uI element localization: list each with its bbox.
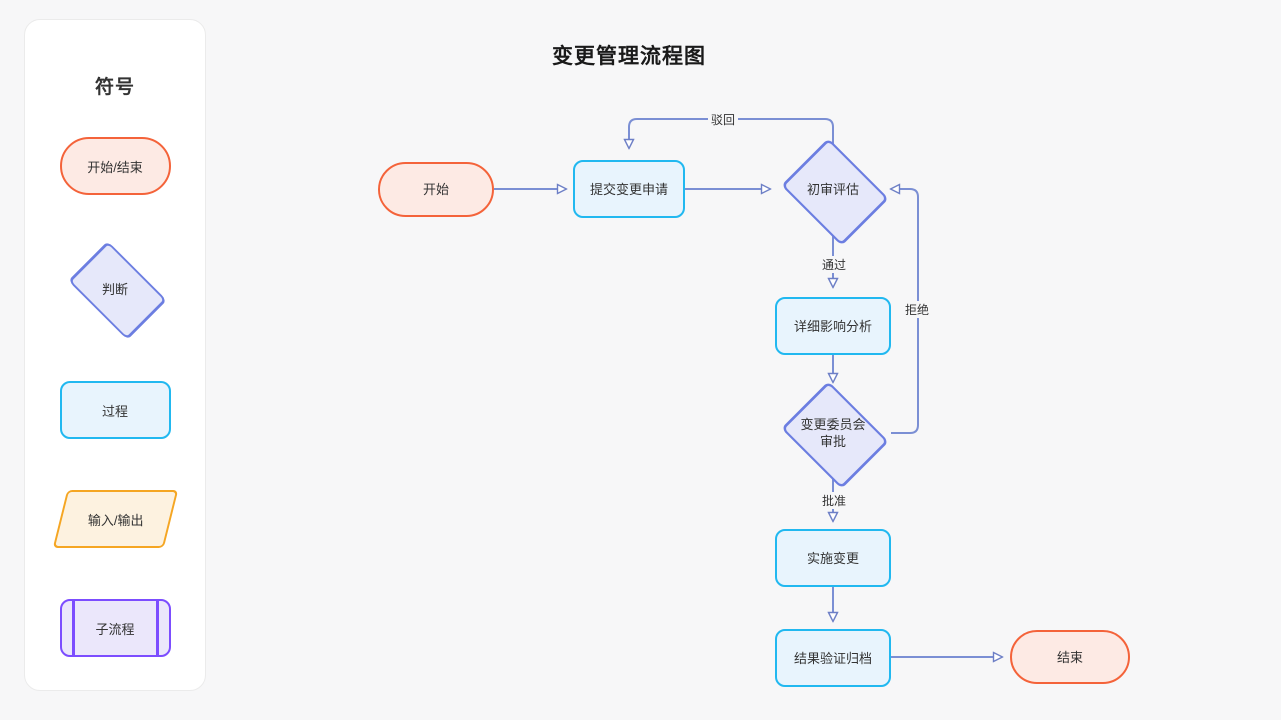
legend-item-label: 判断 — [101, 281, 128, 297]
legend-item-io: 输入/输出 — [25, 487, 205, 551]
legend-item-label: 子流程 — [95, 621, 135, 637]
legend-item-label: 输入/输出 — [87, 512, 143, 528]
subprocess-left-bar-icon — [71, 599, 75, 657]
subprocess-shape-swatch: 子流程 — [59, 599, 171, 657]
flowchart-edges — [494, 118, 1281, 720]
node-label: 结束 — [1056, 649, 1083, 665]
edge-label-refuse: 拒绝 — [902, 301, 933, 318]
node-label: 结果验证归档 — [793, 650, 872, 666]
node-submit-change-request[interactable]: 提交变更申请 — [573, 160, 685, 218]
node-label: 提交变更申请 — [589, 181, 668, 197]
node-verify-and-archive[interactable]: 结果验证归档 — [775, 629, 891, 687]
edge-label-approve: 批准 — [819, 492, 850, 509]
subprocess-right-bar-icon — [155, 599, 159, 657]
node-start[interactable]: 开始 — [378, 162, 494, 217]
edge-label-pass: 通过 — [819, 256, 850, 273]
legend-panel: 符号 开始/结束 判断 过程 输入/输出 — [24, 19, 206, 691]
legend-item-decision: 判断 — [25, 240, 205, 340]
flowchart-canvas: 变更管理流程图 — [230, 0, 1281, 720]
parallelogram-shape-swatch: 输入/输出 — [52, 490, 178, 548]
legend-item-label: 开始/结束 — [87, 159, 143, 175]
legend-title: 符号 — [94, 77, 135, 98]
node-label: 初审评估 — [806, 182, 859, 197]
legend-item-subprocess: 子流程 — [25, 596, 205, 660]
node-implement-change[interactable]: 实施变更 — [775, 529, 891, 587]
node-initial-review[interactable]: 初审评估 — [778, 137, 889, 246]
node-label: 详细影响分析 — [793, 318, 872, 334]
decision-shape-swatch: 判断 — [57, 240, 173, 340]
process-shape-swatch: 过程 — [59, 381, 171, 439]
node-impact-analysis[interactable]: 详细影响分析 — [775, 297, 891, 355]
legend-item-terminator: 开始/结束 — [25, 134, 205, 198]
edge-label-reject-back: 驳回 — [708, 111, 739, 128]
node-label: 变更委员会 审批 — [800, 417, 866, 449]
terminator-shape-swatch: 开始/结束 — [59, 137, 171, 195]
legend-item-label: 过程 — [101, 403, 128, 419]
node-end[interactable]: 结束 — [1010, 630, 1130, 684]
page-title: 变更管理流程图 — [552, 45, 706, 68]
node-label: 开始 — [422, 182, 449, 197]
node-label: 实施变更 — [806, 550, 859, 566]
legend-item-process: 过程 — [25, 378, 205, 442]
node-ccb-approval[interactable]: 变更委员会 审批 — [777, 381, 889, 489]
